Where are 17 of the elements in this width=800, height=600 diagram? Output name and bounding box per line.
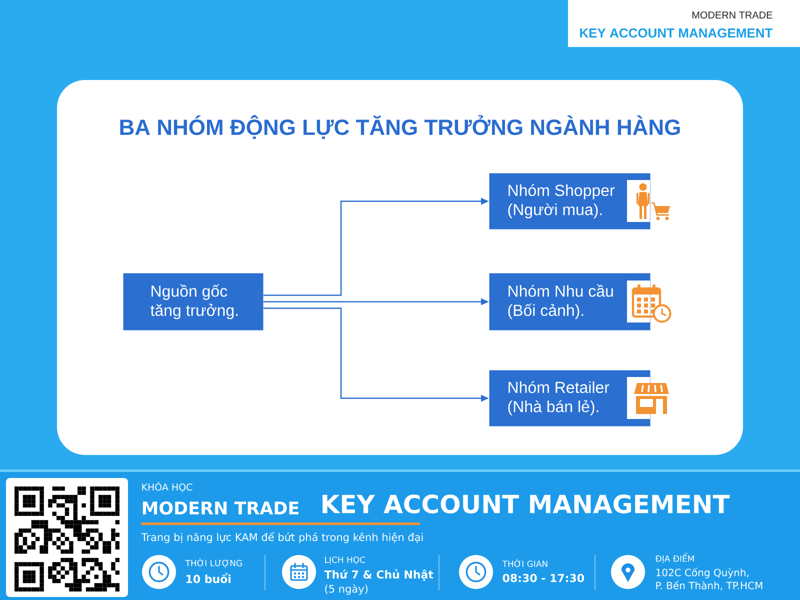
banner-title: KEY ACCOUNT MANAGEMENT (580, 28, 773, 38)
title: BA NHÓM ĐỘNG LỰC TĂNG TRƯỞNG NGÀNH HÀNG (120, 115, 680, 139)
banner-text: MODERN TRADE (692, 11, 772, 19)
info-value: Thứ 7 & Chủ Nhật (324, 569, 434, 581)
address-text: 102C Cống Quỳnh, P. Bến Thành, TP.HCM (656, 568, 762, 590)
info-label: LỊCH HỌC (325, 556, 366, 564)
process-box: Nguồn gốc tăng trưởng. (123, 273, 264, 330)
info-value: (5 ngày) (325, 584, 368, 595)
course-title: KEY ACCOUNT MANAGEMENT (322, 494, 730, 514)
info-label: THỜI LƯỢNG (185, 558, 242, 568)
info-label: ĐỊA ĐIỂM (655, 552, 694, 564)
tagline: Trang bị năng lực KAM để bứt phá trong kênh hiện đại (141, 532, 423, 544)
course-label: KHÓA HỌC (142, 482, 192, 492)
info-value: 08:30 - 17:30 (502, 574, 584, 582)
course-title: MODERN TRADE (142, 501, 298, 515)
info-value: 10 buổi (186, 572, 231, 584)
info-label: THỜI GIAN (502, 559, 548, 568)
